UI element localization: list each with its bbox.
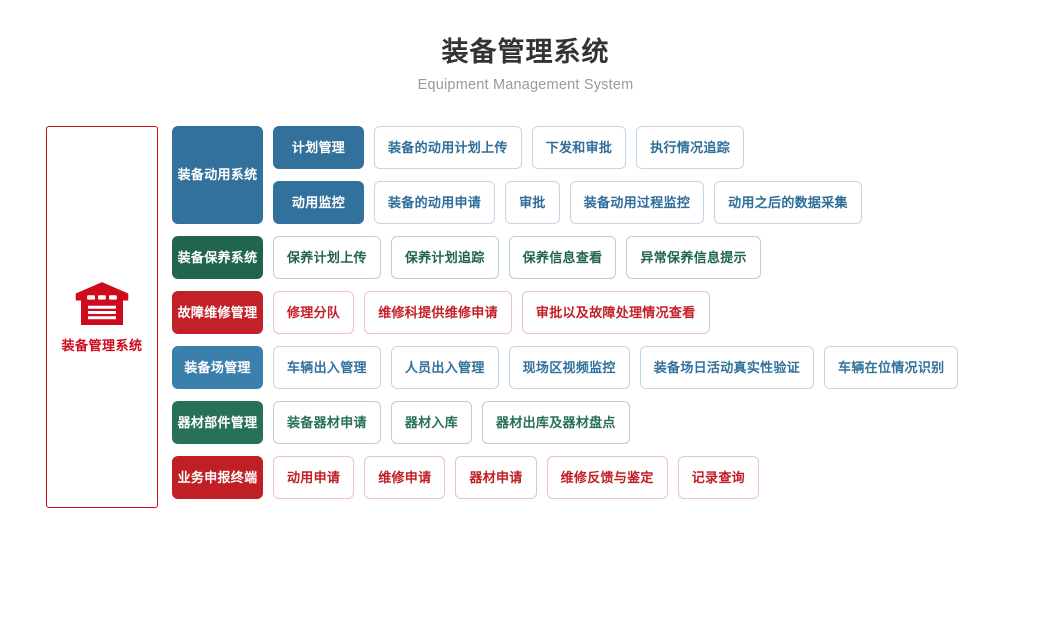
leaf-item[interactable]: 装备的动用申请 [374,181,496,224]
subsystem-row-yard-management: 装备场管理 车辆出入管理 人员出入管理 现场区视频监控 装备场日活动真实性验证 … [172,346,1051,389]
leaf-item[interactable]: 记录查询 [677,456,759,499]
leaf-item[interactable]: 保养计划追踪 [390,236,499,279]
leaf-item[interactable]: 装备器材申请 [273,401,381,444]
category-fault-repair[interactable]: 故障维修管理 [172,291,263,334]
subrow-group-equipment-usage: 计划管理 装备的动用计划上传 下发和审批 执行情况追踪 动用监控 装备的动用申请… [273,126,1051,224]
page-title: 装备管理系统 [441,37,610,67]
category-yard-management[interactable]: 装备场管理 [172,346,263,389]
leaf-item[interactable]: 现场区视频监控 [508,346,630,389]
leaf-item[interactable]: 执行情况追踪 [636,126,745,169]
leaf-item[interactable]: 保养计划上传 [273,236,381,279]
category-parts-management[interactable]: 器材部件管理 [172,401,263,444]
warehouse-icon [75,281,129,325]
leaf-item[interactable]: 器材申请 [455,456,537,499]
leaf-item[interactable]: 车辆在位情况识别 [824,346,959,389]
category-maintenance[interactable]: 装备保养系统 [172,236,263,279]
subcategory-usage-monitoring[interactable]: 动用监控 [273,181,364,224]
system-architecture-diagram: 装备管理系统 装备动用系统 计划管理 装备的动用计划上传 下发和审批 执行情况追… [0,126,1051,508]
leaf-item[interactable]: 维修反馈与鉴定 [546,456,668,499]
category-declaration-terminal[interactable]: 业务申报终端 [172,456,263,499]
leaf-item[interactable]: 修理分队 [273,291,355,334]
leaf-item[interactable]: 动用之后的数据采集 [714,181,862,224]
subsystem-row-fault-repair: 故障维修管理 修理分队 维修科提供维修申请 审批以及故障处理情况查看 [172,291,1051,334]
leaf-item[interactable]: 维修申请 [364,456,446,499]
subsystem-rows: 装备动用系统 计划管理 装备的动用计划上传 下发和审批 执行情况追踪 动用监控 … [172,126,1051,499]
category-equipment-usage[interactable]: 装备动用系统 [172,126,263,224]
leaf-item[interactable]: 审批以及故障处理情况查看 [521,291,710,334]
leaf-item[interactable]: 维修科提供维修申请 [364,291,512,334]
leaf-item[interactable]: 装备动用过程监控 [569,181,705,224]
page-header: 装备管理系统 Equipment Management System [0,0,1051,93]
subcategory-plan-management[interactable]: 计划管理 [273,126,364,169]
leaf-item[interactable]: 保养信息查看 [508,236,617,279]
root-node-panel[interactable]: 装备管理系统 [46,126,158,508]
leaf-item[interactable]: 异常保养信息提示 [626,236,761,279]
leaf-item[interactable]: 动用申请 [273,456,355,499]
subsystem-row-declaration-terminal: 业务申报终端 动用申请 维修申请 器材申请 维修反馈与鉴定 记录查询 [172,456,1051,499]
subrow-plan-management: 计划管理 装备的动用计划上传 下发和审批 执行情况追踪 [273,126,1051,169]
leaf-item[interactable]: 器材入库 [390,401,473,444]
subsystem-row-equipment-usage: 装备动用系统 计划管理 装备的动用计划上传 下发和审批 执行情况追踪 动用监控 … [172,126,1051,224]
subrow-usage-monitoring: 动用监控 装备的动用申请 审批 装备动用过程监控 动用之后的数据采集 [273,181,1051,224]
leaf-item[interactable]: 器材出库及器材盘点 [482,401,630,444]
subsystem-row-parts-management: 器材部件管理 装备器材申请 器材入库 器材出库及器材盘点 [172,401,1051,444]
leaf-item[interactable]: 装备场日活动真实性验证 [639,346,815,389]
leaf-item[interactable]: 装备的动用计划上传 [374,126,522,169]
leaf-item[interactable]: 人员出入管理 [390,346,499,389]
leaf-item[interactable]: 审批 [505,181,560,224]
leaf-item[interactable]: 车辆出入管理 [273,346,381,389]
leaf-item[interactable]: 下发和审批 [531,126,627,169]
root-node-label: 装备管理系统 [61,337,143,353]
page-subtitle: Equipment Management System [417,76,634,93]
subsystem-row-maintenance: 装备保养系统 保养计划上传 保养计划追踪 保养信息查看 异常保养信息提示 [172,236,1051,279]
